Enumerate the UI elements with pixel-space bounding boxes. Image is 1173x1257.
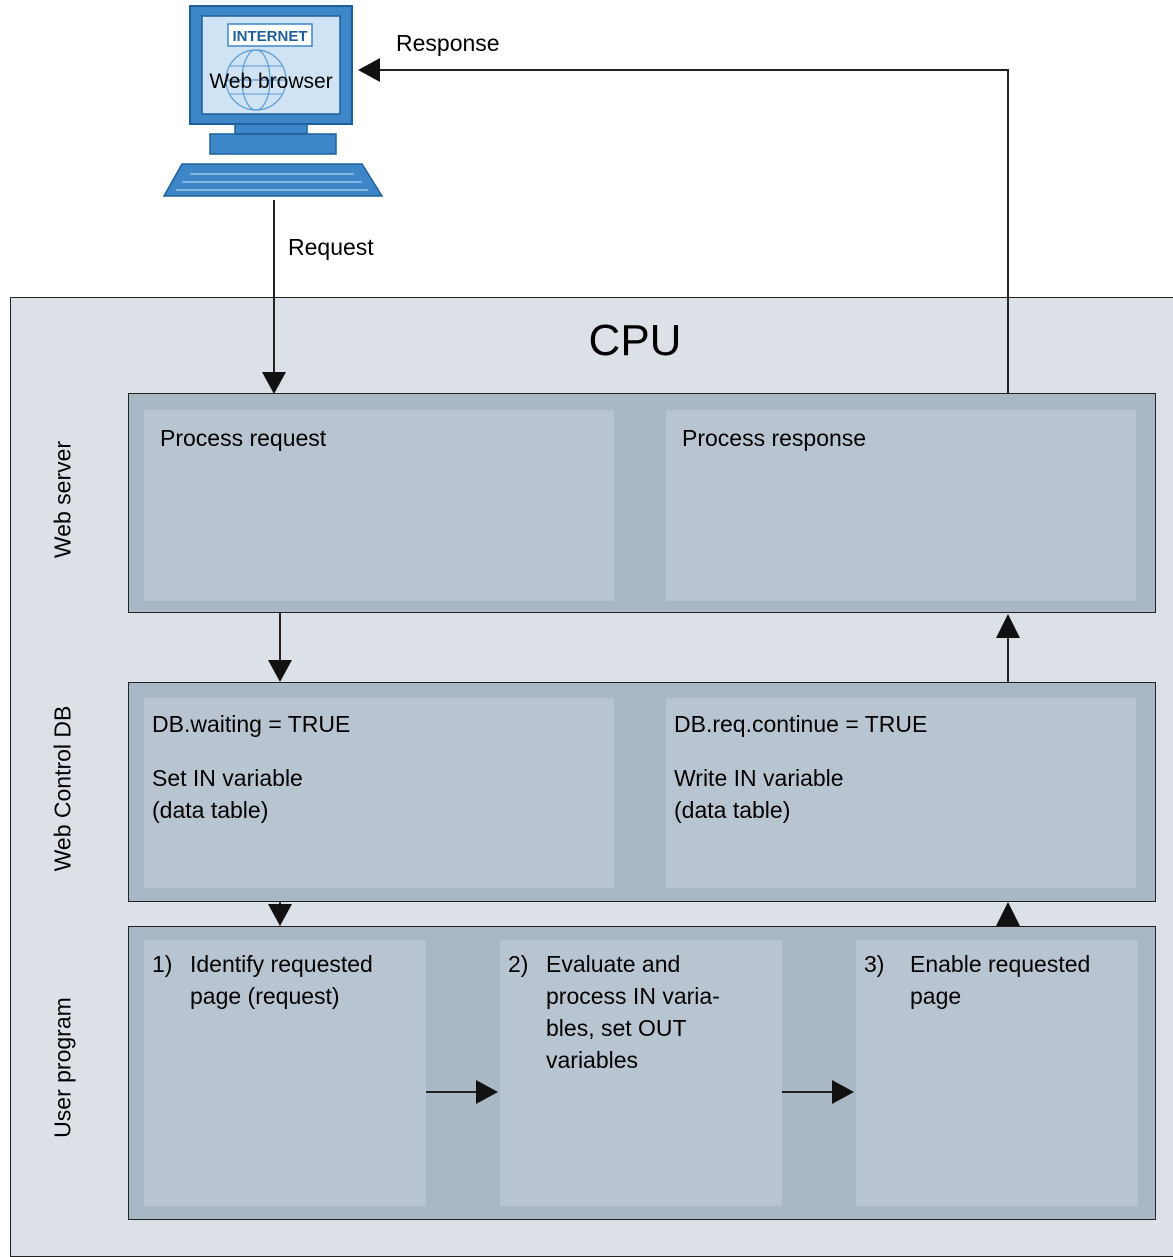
response-arrowhead-icon: [358, 58, 380, 82]
step-1-line-1: Identify requested: [190, 951, 373, 977]
cpu-title: CPU: [588, 316, 682, 365]
step-3-cell: 3) Enable requested page: [856, 940, 1138, 1206]
response-label: Response: [396, 30, 500, 56]
internet-badge: INTERNET: [232, 28, 308, 45]
step-3-content: 3) Enable requested page: [864, 948, 1134, 1048]
response-line: [380, 69, 1009, 393]
request-label: Request: [288, 234, 374, 260]
process-response-cell: Process response: [666, 410, 1136, 601]
step-2-cell: 2) Evaluate and process IN varia- bles, …: [500, 940, 782, 1206]
step-1-text: Identify requested page (request): [190, 948, 373, 1012]
db-req-continue-cell: DB.req.continue = TRUE Write IN variable…: [666, 698, 1136, 888]
db-req-continue-line: DB.req.continue = TRUE: [674, 711, 928, 737]
db-waiting-line: DB.waiting = TRUE: [152, 711, 351, 737]
step-1-line-2: page (request): [190, 983, 340, 1009]
data-table-line-right: (data table): [674, 797, 791, 823]
web-browser-computer: INTERNET Web browser: [160, 4, 385, 204]
process-request-cell: Process request: [144, 410, 614, 601]
step-1-number: 1): [152, 951, 173, 977]
step-2-text: Evaluate and process IN varia- bles, set…: [546, 948, 720, 1076]
process-request-text: Process request: [160, 425, 327, 451]
db-waiting-cell: DB.waiting = TRUE Set IN variable (data …: [144, 698, 614, 888]
request-arrowhead-icon: [262, 372, 286, 394]
step-2-line-1: Evaluate and: [546, 951, 681, 977]
computer-icon: [162, 5, 384, 197]
down-arrowhead-1-icon: [268, 660, 292, 682]
step-1-content: 1) Identify requested page (request): [152, 948, 422, 1048]
step-1-to-2-arrowhead-icon: [476, 1080, 498, 1104]
step-3-text: Enable requested page: [910, 948, 1090, 1012]
step-3-number: 3): [864, 951, 885, 977]
step-2-line-3: bles, set OUT: [546, 1015, 687, 1041]
step-2-number: 2): [508, 951, 529, 977]
up-arrowhead-2-icon: [996, 902, 1020, 926]
db-req-continue-text-block: DB.req.continue = TRUE Write IN variable…: [674, 708, 927, 826]
data-table-line-left: (data table): [152, 797, 269, 823]
step-2-line-2: process IN varia-: [546, 983, 720, 1009]
step-2-content: 2) Evaluate and process IN varia- bles, …: [508, 948, 778, 1088]
step-2-line-4: variables: [546, 1047, 639, 1073]
step-3-line-1: Enable requested: [910, 951, 1091, 977]
up-arrowhead-1-icon: [996, 614, 1020, 638]
step-3-line-2: page: [910, 983, 962, 1009]
set-in-variable-line: Set IN variable: [152, 765, 303, 791]
process-response-text: Process response: [682, 425, 867, 451]
down-arrowhead-2-icon: [268, 904, 292, 926]
step-1-cell: 1) Identify requested page (request): [144, 940, 426, 1206]
write-in-variable-line: Write IN variable: [674, 765, 844, 791]
step-2-to-3-arrowhead-icon: [832, 1080, 854, 1104]
db-waiting-text-block: DB.waiting = TRUE Set IN variable (data …: [152, 708, 350, 826]
web-browser-label: Web browser: [209, 70, 333, 93]
